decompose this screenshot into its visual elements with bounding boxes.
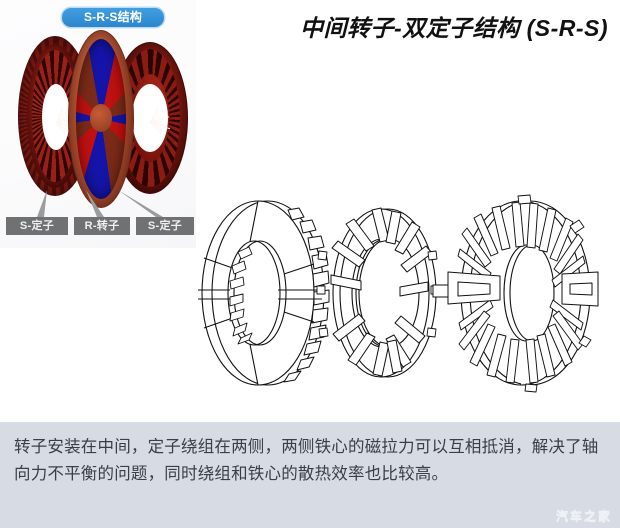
rotor-hub	[90, 104, 112, 132]
callout-pointers	[0, 190, 196, 220]
caption-text: 转子安装在中间，定子绕组在两侧，两侧铁心的磁拉力可以互相抵消，解决了轴向力不平衡…	[0, 422, 620, 488]
rotor-3d	[68, 30, 134, 208]
illustration-canvas: 中间转子-双定子结构 (S-R-S) S-R-S结构	[0, 0, 620, 422]
stator-disc-left	[198, 201, 329, 385]
stator-disc-right	[433, 195, 598, 392]
label-stator-right: S-定子	[136, 217, 194, 235]
label-rotor-middle: R-转子	[74, 217, 130, 235]
pointer-rotor	[86, 190, 104, 217]
pointer-stator-right	[118, 190, 163, 217]
watermark: 汽车之家	[556, 507, 612, 524]
stator-left-bore	[42, 84, 70, 150]
rotor-disc-middle	[317, 208, 439, 377]
label-stator-left: S-定子	[6, 217, 68, 235]
page-title-text: 中间转子-双定子结构 (S-R-S)	[300, 15, 608, 41]
motor-3d-render	[16, 30, 192, 202]
pointer-stator-left	[37, 190, 47, 217]
inset-render-panel: S-R-S结构	[0, 0, 196, 248]
caption-panel: 转子安装在中间，定子绕组在两侧，两侧铁心的磁拉力可以互相抵消，解决了轴向力不平衡…	[0, 422, 620, 528]
status-badge: S-R-S结构	[62, 8, 164, 27]
exploded-component-views	[196, 186, 620, 406]
page-title: 中间转子-双定子结构 (S-R-S)	[300, 9, 608, 43]
